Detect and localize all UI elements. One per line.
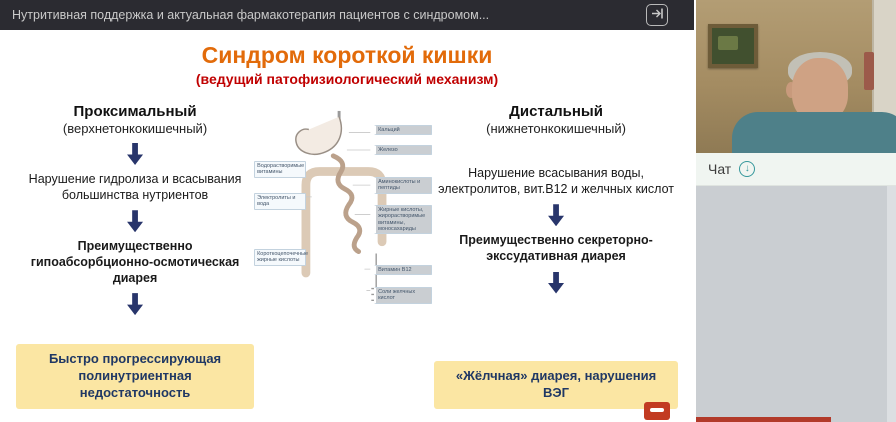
down-arrow-icon [127,143,144,165]
chat-collapse-icon[interactable]: ↓ [739,161,756,177]
diagram-label: Соли желчных кислот [374,287,433,304]
wall-decor [864,52,874,90]
slide: Синдром короткой кишки (ведущий патофизи… [0,30,694,422]
proximal-step2: Преимущественно гипоабсорбционно-осмотич… [30,239,240,285]
speaker-video-tile[interactable] [696,0,896,153]
diagram-label: Аминокислоты и пептиды [374,177,433,194]
distal-column: Дистальный (нижнетонкокишечный) Нарушени… [434,95,678,419]
slide-logo [644,402,670,420]
diagram-label: Электролиты и вода [254,193,307,210]
diagram-label: Короткоцепочечные жирные кислоты [254,249,308,266]
presentation-header: Нутритивная поддержка и актуальная фарма… [0,0,694,30]
diagram-label: Кальций [374,125,433,136]
bottom-red-bar [696,417,831,422]
wall-painting [708,24,758,68]
distal-step2: Преимущественно секреторно-экссудативная… [459,233,653,263]
down-arrow-icon [548,271,565,294]
distal-subheading: (нижнетонкокишечный) [486,121,626,136]
distal-result-box: «Жёлчная» диарея, нарушения ВЭГ [434,361,678,409]
speaker-face [792,58,848,122]
diagram-label: Железо [374,145,433,156]
proximal-subheading: (верхнетонкокишечный) [62,121,208,136]
scrollbar[interactable] [887,186,896,422]
proximal-column: Проксимальный (верхнетонкокишечный) Нару… [16,95,255,419]
down-arrow-icon [127,210,144,233]
diagram-label: Жирные кислоты, жирорастворимые витамины… [374,205,433,235]
diagram-label: Водорастворимые витамины [254,161,307,178]
distal-step1: Нарушение всасывания воды, электролитов,… [438,166,674,196]
chat-body-area [696,186,896,422]
presentation-title: Нутритивная поддержка и актуальная фарма… [12,8,490,22]
proximal-step1: Нарушение гидролиза и всасывания большин… [28,172,242,202]
slide-title: Синдром короткой кишки [201,42,493,68]
speaker-ear [786,82,796,98]
presentation-pane: Нутритивная поддержка и актуальная фарма… [0,0,694,422]
popout-button[interactable] [646,4,668,26]
side-panel: Чат ↓ [694,0,896,422]
proximal-result-box: Быстро прогрессирующая полинутриентная н… [16,344,255,409]
popout-icon [651,7,664,23]
speaker-shirt [732,112,896,153]
slide-subtitle: (ведущий патофизиологический механизм) [195,71,499,87]
slide-body: Проксимальный (верхнетонкокишечный) Нару… [0,87,694,419]
chat-label: Чат [708,161,732,177]
proximal-heading: Проксимальный [73,103,197,120]
chat-section-header[interactable]: Чат ↓ [696,153,896,186]
down-arrow-icon [127,293,144,316]
diagram-label: Витамин В12 [374,265,433,276]
distal-heading: Дистальный [509,103,603,120]
anatomy-diagram: Водорастворимые витамины Электролиты и в… [254,109,434,419]
down-arrow-icon [548,204,565,227]
